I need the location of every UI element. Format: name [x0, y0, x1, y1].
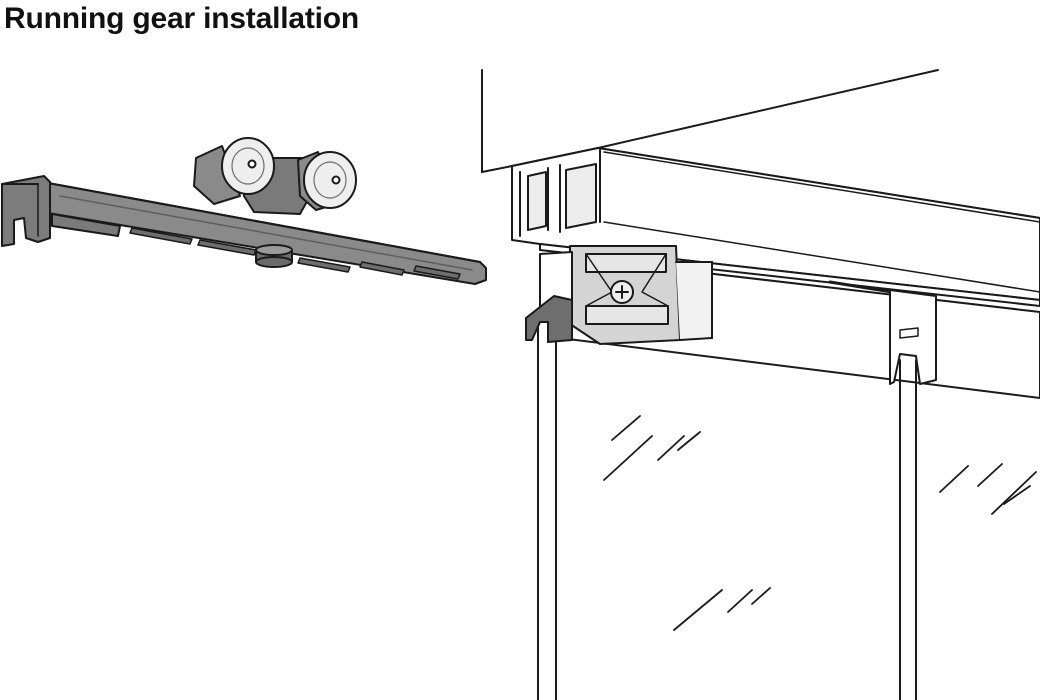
right-wheel	[297, 151, 357, 211]
page-title: Running gear installation	[4, 2, 360, 35]
rail-profile-body	[511, 147, 1040, 301]
bar-slots	[129, 227, 461, 280]
glass-reflections	[603, 415, 1037, 631]
end-bracket	[1, 175, 51, 247]
guide-rail-profile	[481, 69, 1040, 399]
left-wheel	[193, 137, 275, 205]
glass-panel	[525, 289, 1037, 700]
running-gear-carriage	[1, 137, 487, 285]
adjustment-nut	[255, 244, 293, 268]
